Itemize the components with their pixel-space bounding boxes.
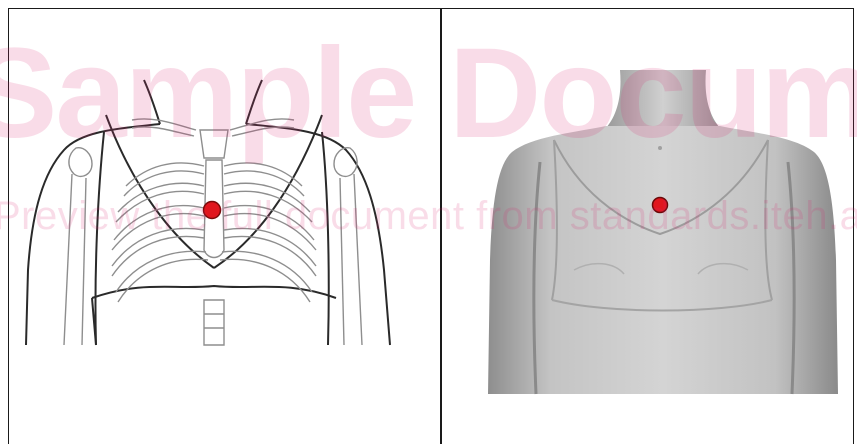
mannequin-torso-render — [488, 70, 838, 396]
electrode-marker — [204, 202, 221, 219]
cell-divider — [440, 8, 442, 444]
electrode-marker — [653, 198, 668, 213]
skeleton-chest-diagram — [24, 70, 414, 350]
